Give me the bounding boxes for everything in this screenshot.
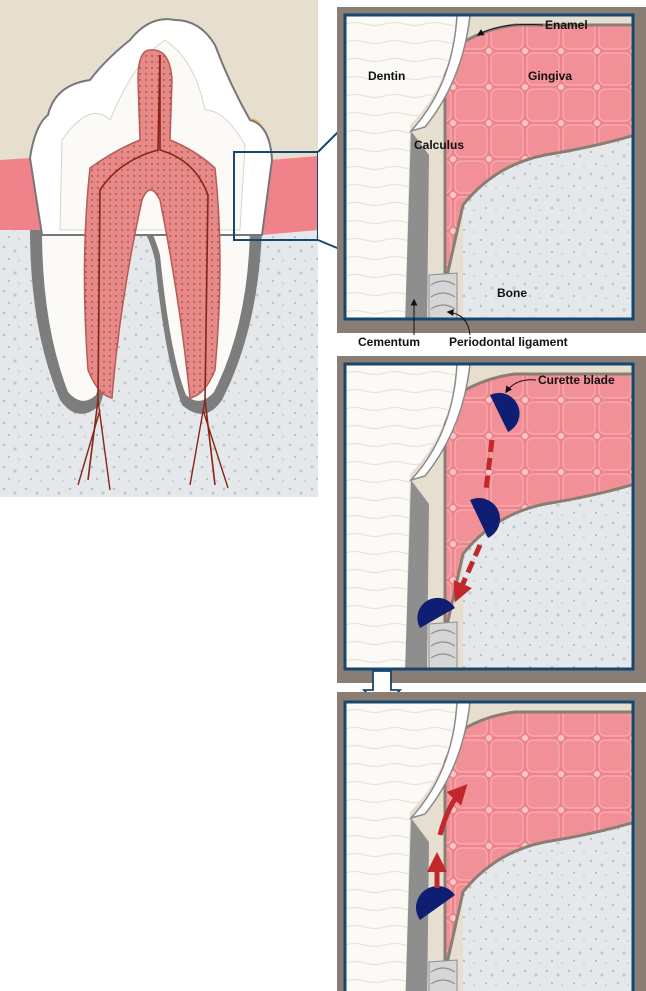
magnify-region-box: [233, 151, 318, 241]
panel-anatomy-closeup: Enamel Dentin Gingiva Calculus Bone Ceme…: [337, 7, 646, 349]
label-curette-blade: Curette blade: [538, 373, 615, 387]
label-calculus: Calculus: [414, 138, 464, 152]
curette-blade-removal: [416, 886, 455, 920]
panel-calculus-removal: [337, 692, 646, 991]
whole-tooth-illustration: [0, 0, 318, 497]
label-dentin: Dentin: [368, 69, 405, 83]
curette-blade-top: [490, 392, 520, 432]
label-bone: Bone: [497, 286, 527, 300]
upward-motion-arrow-upper: [437, 784, 468, 836]
downward-motion-arrow: [458, 439, 495, 595]
label-gingiva: Gingiva: [528, 69, 572, 83]
label-enamel: Enamel: [545, 18, 588, 32]
panel-curette-insertion: Curette blade: [337, 356, 646, 683]
label-periodontal-ligament: Periodontal ligament: [449, 335, 568, 349]
curette-blade-middle: [470, 497, 501, 538]
label-cementum: Cementum: [358, 335, 420, 349]
